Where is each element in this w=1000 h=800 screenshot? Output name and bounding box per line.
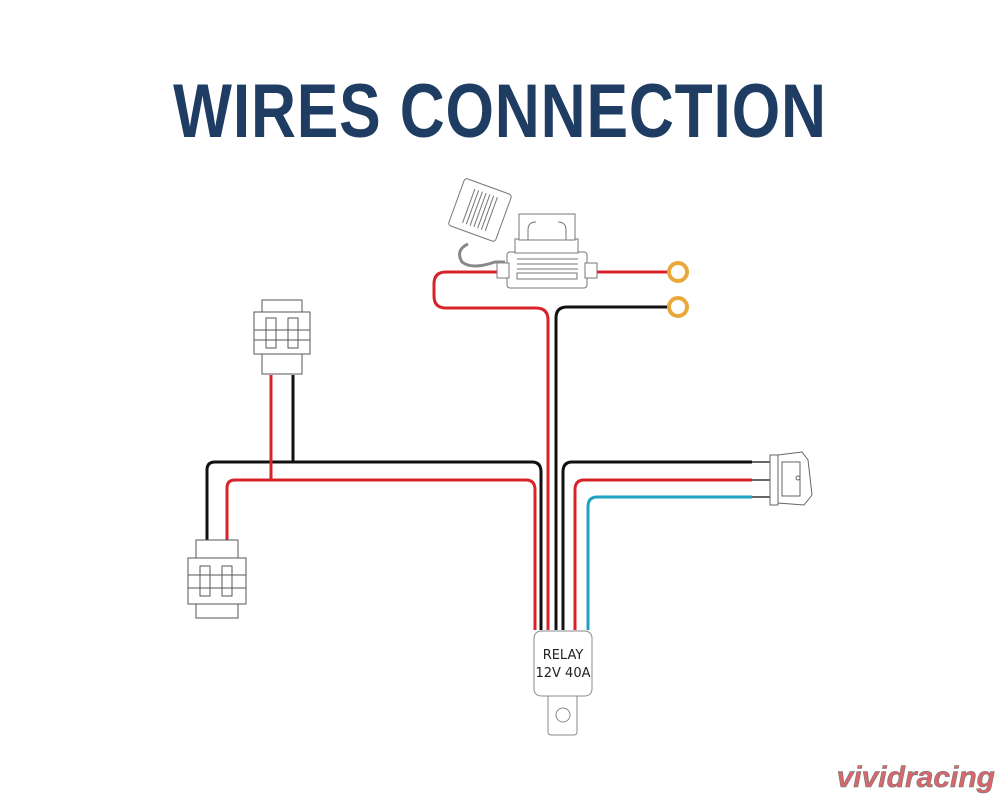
black-wire-battery [554, 305, 668, 630]
red-wire-fuse [432, 270, 550, 630]
fuse-holder-icon [448, 178, 598, 289]
black-wire-switch [561, 460, 752, 630]
relay-icon [533, 630, 593, 736]
ring-terminal-negative [667, 296, 689, 318]
blue-wire-switch [586, 495, 752, 630]
rocker-switch-icon [752, 451, 813, 506]
relay-rating: 12V 40A [535, 666, 590, 681]
upper-light-connector-icon [253, 299, 311, 375]
black-wire-left [205, 460, 543, 630]
lower-light-connector-icon [187, 539, 247, 619]
page-title: WIRES CONNECTION [173, 69, 827, 154]
relay-label: RELAY [543, 648, 584, 663]
watermark-logo: vividracing [837, 761, 995, 794]
red-wire-left [225, 478, 537, 630]
red-wire-switch [573, 478, 752, 630]
ring-terminal-positive [667, 261, 689, 283]
